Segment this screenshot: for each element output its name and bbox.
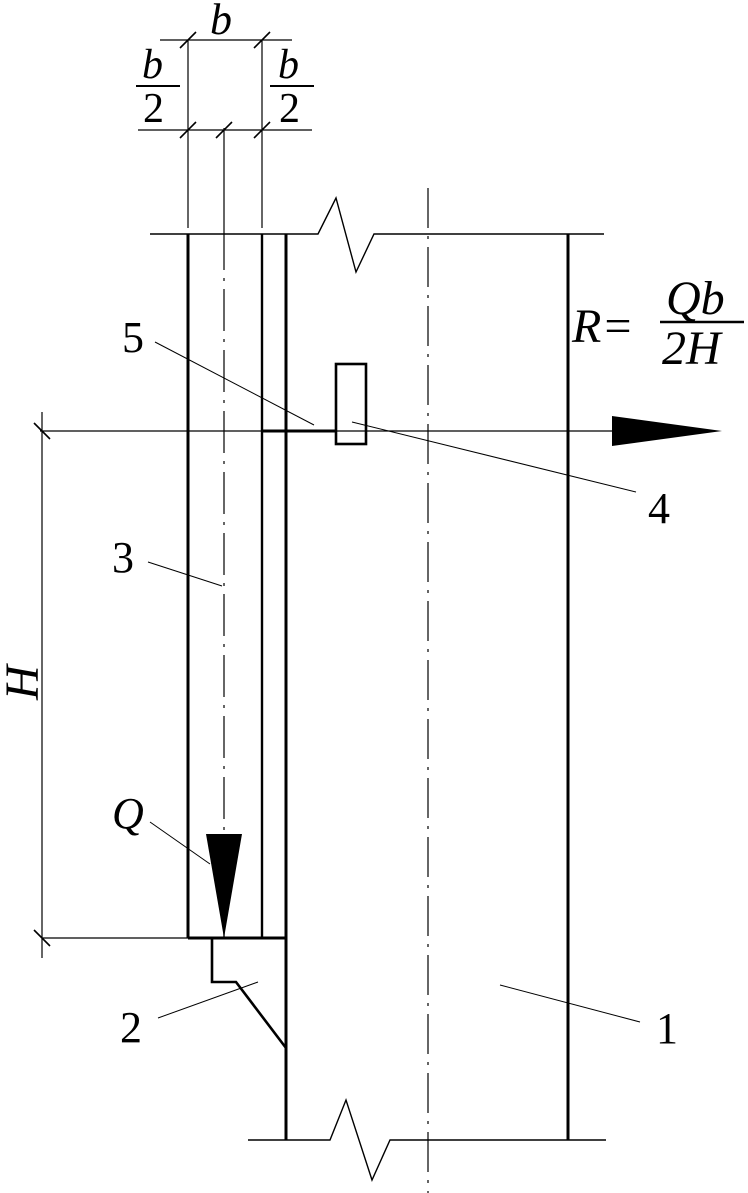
label-reaction-den: 2H xyxy=(662,322,723,375)
label-dim-half-right-num: b xyxy=(278,42,299,88)
leader-part-3 xyxy=(147,561,223,587)
member-part-3 xyxy=(186,228,286,940)
tick-half-left xyxy=(179,121,197,139)
tick-h-bottom xyxy=(33,929,51,947)
tick-half-mid xyxy=(215,121,233,139)
label-load: Q xyxy=(112,789,144,838)
reaction-arrow-head xyxy=(612,416,722,446)
tick-b-left xyxy=(179,31,197,49)
leader-part-2 xyxy=(157,981,259,1019)
leader-part-1 xyxy=(499,984,641,1023)
column-part-1 xyxy=(150,188,606,1193)
label-reaction-lhs: R= xyxy=(571,300,634,353)
label-part-5: 5 xyxy=(122,313,144,362)
plate-part-4 xyxy=(334,362,368,446)
label-dim-half-left-num: b xyxy=(142,42,163,88)
top-break-line xyxy=(150,196,604,275)
load-arrow-head xyxy=(206,834,242,938)
tick-b-right xyxy=(253,31,271,49)
leader-part-5 xyxy=(154,341,315,426)
tick-h-top xyxy=(33,422,51,440)
label-height: H xyxy=(0,663,49,701)
label-dim-half-right-den: 2 xyxy=(279,86,300,132)
leader-lines xyxy=(147,341,641,1023)
label-reaction-num: Qb xyxy=(666,272,725,325)
label-part-3: 3 xyxy=(112,533,134,582)
corbel-part-2 xyxy=(210,938,288,1049)
top-dimension xyxy=(136,31,314,228)
bottom-break-line xyxy=(248,1097,606,1182)
leader-part-4 xyxy=(351,421,637,493)
leader-load xyxy=(149,821,211,865)
label-part-4: 4 xyxy=(648,484,670,533)
label-part-2: 2 xyxy=(120,1003,142,1052)
label-dim-half-left-den: 2 xyxy=(143,86,164,132)
height-dimension xyxy=(33,412,188,958)
label-dim-b: b xyxy=(210,0,232,44)
label-part-1: 1 xyxy=(656,1004,678,1053)
tick-half-right xyxy=(253,121,271,139)
